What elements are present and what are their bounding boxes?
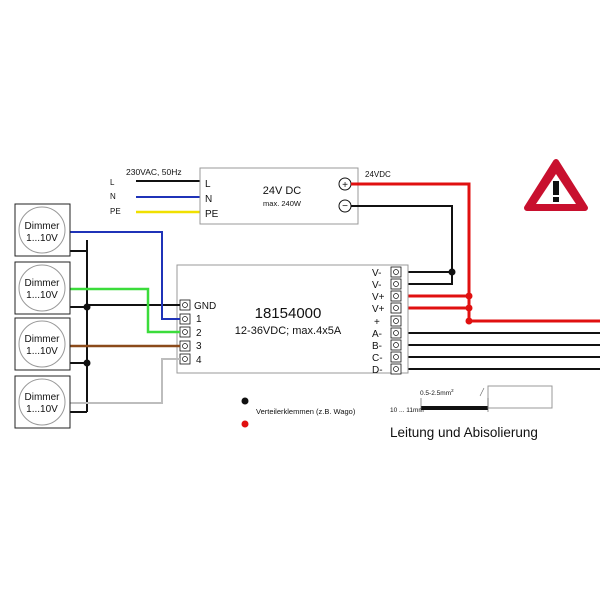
psu-subtitle: max. 240W [263,199,302,208]
wire-negative [351,205,453,285]
psu-title: 24V DC [263,185,302,197]
controller-model: 18154000 [255,305,322,322]
power-supply: L N PE 24V DC max. 240W + − [199,167,359,225]
dimmer-4: Dimmer 1...10V [14,375,71,429]
controller-spec: 12-36VDC; max.4x5A [235,325,342,337]
terminal-4-label: 4 [196,355,202,366]
dimmer-3-range: 1...10V [26,346,58,357]
dimmer-1-range: 1...10V [26,233,58,244]
dimmer-1-name: Dimmer [25,221,61,232]
strip-length-label: 10 ... 11mm [390,407,424,414]
wire-gauge-label: 0.5-2.5mm2 [420,388,454,397]
junction-gnd-3 [83,359,91,367]
mains-input: 230VAC, 50Hz L N PE [110,167,200,216]
controller-box: 18154000 12-36VDC; max.4x5A [176,264,409,374]
junction-positive-out [465,317,473,325]
psu-minus-symbol: − [342,201,348,212]
dimmer-4-name: Dimmer [25,392,61,403]
controller-right-terminals: V- V- V+ V+ + A- B- C- D- [372,266,402,376]
dimmer-4-range: 1...10V [26,404,58,415]
dimmer-3-name: Dimmer [25,334,61,345]
dimmer-2-name: Dimmer [25,278,61,289]
dimmer-1: Dimmer 1...10V [14,203,71,257]
legend: Verteilerklemmen (z.B. Wago) [241,397,356,428]
warning-triangle-icon [524,159,588,211]
terminal-v-minus-2-label: V- [372,280,381,291]
junction-v-plus-2 [465,304,473,312]
legend-red-dot [241,420,249,428]
mains-l-label: L [110,178,115,187]
psu-output-label: 24VDC [365,170,391,179]
mains-n-label: N [110,192,116,201]
terminal-d-label: D- [372,365,383,376]
psu-terminal-l: L [205,179,211,190]
wire-dim-2 [66,287,180,334]
terminal-a-label: A- [372,329,382,340]
led-output-wires [398,332,600,370]
legend-clamp-text: Verteilerklemmen (z.B. Wago) [256,407,356,416]
terminal-v-minus-1-label: V- [372,268,381,279]
mains-supply-label: 230VAC, 50Hz [126,167,182,177]
junction-gnd-2 [83,303,91,311]
dimmer-3: Dimmer 1...10V [14,317,71,371]
mains-pe-label: PE [110,207,121,216]
terminal-gnd-label: GND [194,301,216,312]
terminal-v-plus-2-label: V+ [372,304,385,315]
legend-black-dot [241,397,249,405]
junction-v-minus [448,268,456,276]
terminal-plus-label: + [374,317,380,328]
psu-terminal-pe: PE [205,209,219,220]
dimmer-wires [66,231,180,413]
terminal-1-label: 1 [196,314,202,325]
wire-dim-1 [66,231,180,320]
wire-stripping-illustration: 0.5-2.5mm2 10 ... 11mm Leitung und Abiso… [390,385,553,440]
wire-dim-4 [66,358,180,404]
junction-v-plus-1 [465,292,473,300]
psu-terminal-n: N [205,194,212,205]
terminal-2-label: 2 [196,328,202,339]
terminal-c-label: C- [372,353,383,364]
terminal-b-label: B- [372,341,382,352]
psu-plus-symbol: + [342,180,348,191]
terminal-3-label: 3 [196,341,202,352]
terminal-v-plus-1-label: V+ [372,292,385,303]
dimmer-2-range: 1...10V [26,290,58,301]
dimmer-2: Dimmer 1...10V [14,261,71,315]
wire-insulation [487,385,553,409]
stripping-caption: Leitung und Abisolierung [390,425,538,440]
wire-positive [351,182,600,323]
